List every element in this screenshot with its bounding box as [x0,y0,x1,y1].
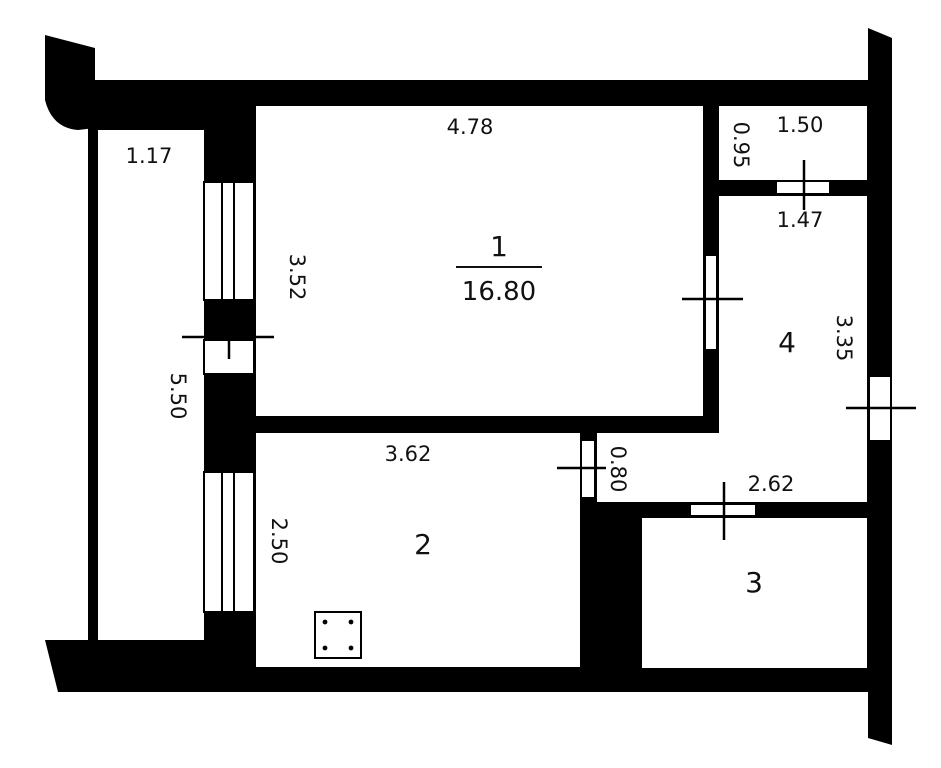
dim-room4-width: 1.47 [777,208,824,232]
room-3-number: 3 [745,566,763,599]
room-1-floor [256,106,703,416]
door-marker-icon [775,160,831,210]
stove-icon [314,611,362,659]
door-marker-icon [689,482,757,540]
dim-room4-height: 3.35 [832,315,856,362]
dim-hall-width: 2.62 [748,472,795,496]
dim-room2-height: 2.50 [267,518,291,565]
openings [182,160,916,613]
room-4-number: 4 [778,326,796,359]
labels: 1 16.80 2 3 4 4.78 3.52 3.62 2.50 1.17 5… [126,113,856,599]
dim-room1-width: 4.78 [447,115,494,139]
dim-room1-height: 3.52 [285,254,309,301]
room-1-number: 1 [490,230,508,263]
room-1-area: 16.80 [462,277,536,307]
room-4-floor [597,196,867,502]
window-icon [203,181,255,301]
window-icon [203,471,255,613]
dim-hall-depth: 0.80 [606,446,630,493]
dim-closet-depth: 0.95 [729,122,753,169]
room-floors [98,106,867,668]
dim-closet-width: 1.50 [777,113,824,137]
balcony-corner-bottom [45,640,100,692]
door-marker-icon [682,254,743,351]
dim-room2-width: 3.62 [385,442,432,466]
balcony-floor [98,130,204,640]
dim-balcony-width: 1.17 [126,144,173,168]
room-2-floor [256,433,580,667]
door-marker-icon [182,315,274,375]
room-2-number: 2 [414,528,432,561]
dim-balcony-length: 5.50 [166,373,190,420]
door-marker-icon [846,375,916,442]
balcony-corner-top [45,35,95,130]
room-3-floor [642,518,867,668]
door-marker-icon [557,439,606,499]
closet-floor [719,106,867,180]
